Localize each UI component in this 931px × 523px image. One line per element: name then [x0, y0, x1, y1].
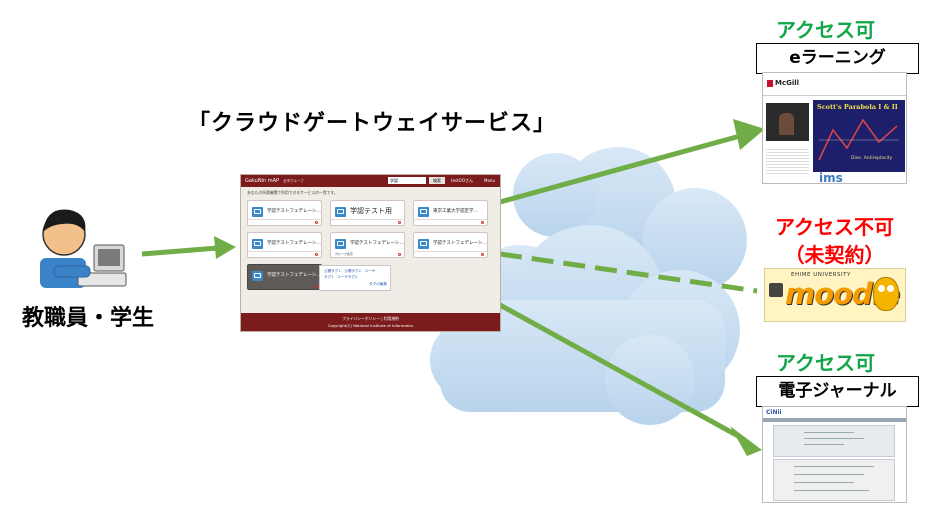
info-icon[interactable] [315, 253, 318, 256]
arrow-user-to-gateway [141, 236, 236, 259]
person-at-computer-icon [40, 209, 127, 288]
access-denied-label: アクセス不可 [775, 215, 894, 239]
tile-label: 学認テストフェデレーシ… [433, 241, 487, 246]
user-name[interactable]: testOOさん [451, 178, 473, 183]
gateway-intro: あなたの所属機関で利用できるサービスの一覧です。 [247, 190, 338, 195]
service-icon [252, 207, 263, 217]
service-icon [252, 271, 263, 281]
lecture-video[interactable] [766, 103, 809, 141]
ehime-emblem-icon [769, 283, 783, 297]
slide-title: Scott's Parabola I & II [817, 103, 898, 111]
service-icon [418, 239, 429, 249]
tag-line[interactable]: 公開タグ1 公開タグ2 ユーザ [324, 269, 376, 273]
gateway-title: 「クラウドゲートウェイサービス」 [188, 111, 557, 136]
journal-navbar [763, 418, 906, 422]
info-icon[interactable] [481, 253, 484, 256]
service-icon [418, 207, 429, 217]
tile-label: 学認テストフェデレーシ… [350, 241, 404, 246]
gateway-screenshot: GakuNin mAP 全学グループ 学認 検索 testOOさん Menu あ… [240, 174, 501, 332]
elearning-screenshot: McGill Scott's Parabola I & II Dise. Ant… [762, 72, 907, 184]
gateway-header: GakuNin mAP 全学グループ 学認 検索 testOOさん Menu [241, 175, 500, 187]
university-name: EHIME UNIVERSITY [791, 272, 851, 278]
edit-tags-link[interactable]: タグの編集 [369, 282, 387, 286]
gateway-logo: GakuNin mAP [245, 178, 280, 184]
lecture-slide: Scott's Parabola I & II Dise. Antireplac… [813, 100, 905, 172]
slide-text: Dise. Antireplacity [851, 156, 893, 161]
ims-logo: ims [819, 171, 843, 184]
info-icon[interactable] [315, 221, 318, 224]
tile-label: 学認テストフェデレーシ… [267, 209, 321, 214]
group-label: 全学グループ [283, 179, 304, 183]
service-icon [335, 239, 346, 249]
menu-button[interactable]: Menu [484, 178, 495, 183]
service-icon [335, 207, 346, 217]
info-icon[interactable] [398, 253, 401, 256]
service-tile[interactable]: 学認テストフェデレーシ… [413, 232, 488, 258]
moodle-screenshot: EHIME UNIVERSITY moodle [764, 268, 906, 322]
tile-label: 学認テストフェデレーシ… [267, 241, 321, 246]
service-tile[interactable]: 学認テスト用 [330, 200, 405, 226]
arrow-to-moodle-dashed [499, 251, 758, 294]
slide-graph [818, 118, 899, 161]
tag-line[interactable]: タグ1 ユーザタグ2 [324, 275, 358, 279]
search-button[interactable]: 検索 [429, 177, 445, 184]
service-name-box: 電子ジャーナル [756, 376, 919, 407]
not-contracted-note: （未契約） [784, 243, 885, 267]
mcgill-logo: McGill [767, 79, 799, 87]
user-label: 教職員・学生 [21, 306, 154, 331]
access-allowed-label: アクセス可 [776, 351, 875, 375]
gateway-footer: プライバシーポリシー | 利用規約 Copyright(C) National … [241, 313, 500, 331]
footer-copyright: Copyright(C) National Institute of Infor… [327, 323, 414, 328]
lecture-text [766, 147, 809, 175]
cinii-logo: CiNii [766, 409, 782, 416]
service-tile[interactable]: 東京工業大学認定学… [413, 200, 488, 226]
journal-screenshot: CiNii [762, 406, 907, 503]
search-input[interactable]: 学認 [388, 177, 426, 184]
tile-label: 学認テスト用 [350, 207, 392, 215]
tile-label: 東京工業大学認定学… [433, 209, 478, 214]
info-icon[interactable] [398, 221, 401, 224]
footer-links[interactable]: プライバシーポリシー | 利用規約 [342, 316, 399, 321]
owl-mascot-icon [873, 277, 899, 311]
arrow-to-elearning [499, 119, 765, 205]
service-name-box: eラーニング [756, 43, 919, 74]
service-tile[interactable]: 学認テストフェデレーシ… グループ表示 [330, 232, 405, 258]
service-icon [252, 239, 263, 249]
login-panel [773, 425, 895, 457]
info-panel [773, 459, 895, 501]
arrow-to-journal [498, 302, 762, 456]
service-tile-selected[interactable]: 学認テストフェデレーシ… [247, 264, 322, 290]
info-icon[interactable] [481, 221, 484, 224]
access-allowed-label: アクセス可 [776, 18, 875, 42]
service-tile[interactable]: 学認テストフェデレーシ… [247, 200, 322, 226]
tag-popup: 公開タグ1 公開タグ2 ユーザ タグ1 ユーザタグ2 タグの編集 [319, 265, 391, 291]
group-display-link[interactable]: グループ表示 [335, 252, 353, 256]
tile-label: 学認テストフェデレーシ… [267, 273, 321, 278]
info-icon[interactable] [315, 285, 318, 288]
service-tile[interactable]: 学認テストフェデレーシ… [247, 232, 322, 258]
